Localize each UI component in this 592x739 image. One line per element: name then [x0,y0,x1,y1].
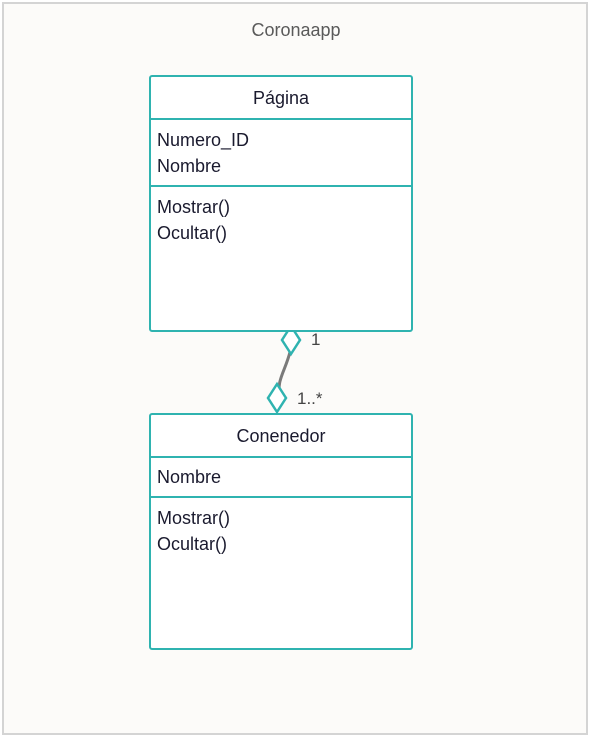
class-name-pagina: Página [151,77,411,120]
method-ocultar: Ocultar() [157,534,228,554]
class-methods-pagina: Mostrar() Ocultar() [151,187,411,246]
attribute-nombre: Nombre [157,467,222,487]
class-attributes-pagina: Numero_ID Nombre [151,120,411,187]
method-mostrar: Mostrar() [157,508,230,528]
multiplicity-target: 1..* [297,389,323,408]
method-ocultar: Ocultar() [157,223,228,243]
class-methods-conenedor: Mostrar() Ocultar() [151,498,411,557]
method-mostrar: Mostrar() [157,197,230,217]
attribute-numero-id: Numero_ID [157,130,250,150]
class-box-conenedor[interactable]: Conenedor Nombre Mostrar() Ocultar() [149,413,413,650]
diagram-title: Coronaapp [251,20,341,40]
class-name-conenedor: Conenedor [151,415,411,458]
class-box-pagina[interactable]: Página Numero_ID Nombre Mostrar() Oculta… [149,75,413,332]
attribute-nombre: Nombre [157,156,222,176]
class-attributes-conenedor: Nombre [151,458,411,498]
multiplicity-source: 1 [311,330,321,349]
